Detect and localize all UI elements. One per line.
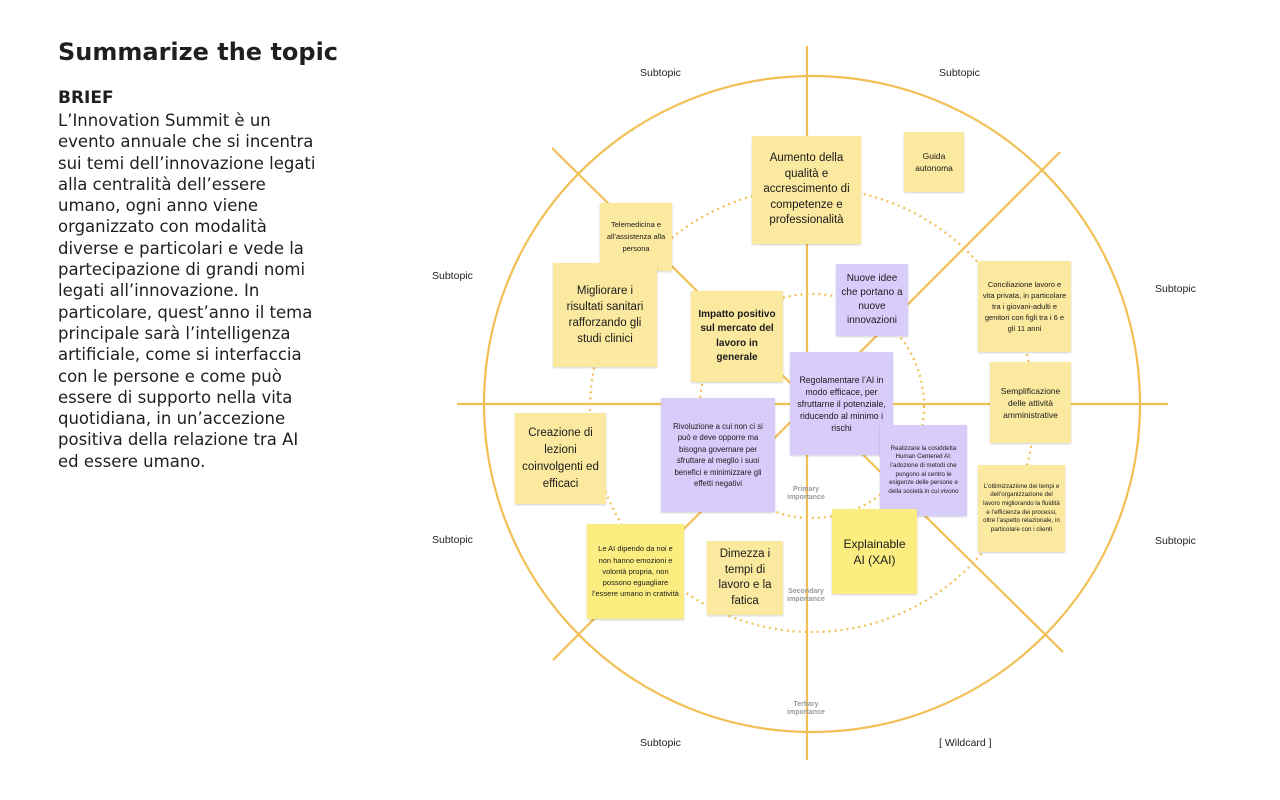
subtopic-label: Subtopic [640, 67, 681, 79]
subtopic-label: Subtopic [432, 534, 473, 546]
subtopic-label: Subtopic [432, 270, 473, 282]
sticky-note[interactable]: Impatto positivo sul mercato del lavoro … [691, 291, 783, 382]
sticky-note[interactable]: Creazione di lezioni coinvolgenti ed eff… [515, 413, 606, 504]
subtopic-label: Subtopic [939, 67, 980, 79]
brief-label: BRIEF [58, 88, 114, 108]
sticky-note[interactable]: Telemedicina e all’assistenza alla perso… [600, 203, 672, 271]
sticky-note[interactable]: Aumento della qualità e accrescimento di… [752, 136, 861, 244]
brief-text: L’Innovation Summit è un evento annuale … [58, 111, 316, 471]
subtopic-label: Subtopic [640, 737, 681, 749]
primary-importance-label: Primary importance [787, 486, 825, 501]
sticky-note[interactable]: Migliorare i risultati sanitari rafforza… [553, 263, 657, 367]
sticky-note[interactable]: Guida autonoma [904, 132, 964, 192]
secondary-importance-label: Secondary importance [787, 588, 825, 603]
sticky-note[interactable]: Semplificazione delle attività amministr… [990, 362, 1071, 443]
subtopic-label: Subtopic [1155, 283, 1196, 295]
sticky-note[interactable]: Conciliazione lavoro e vita privata, in … [978, 261, 1071, 352]
wildcard-label: [ Wildcard ] [939, 737, 992, 749]
subtopic-label: Subtopic [1155, 535, 1196, 547]
sticky-note[interactable]: Nuove idee che portano a nuove innovazio… [836, 264, 908, 336]
page-title: Summarize the topic [58, 38, 339, 66]
primary-ring [698, 292, 926, 520]
sticky-note[interactable]: Realizzare la cosiddetta Human Centered … [880, 425, 967, 516]
sticky-note[interactable]: Explainable AI (XAI) [832, 509, 917, 594]
sticky-note[interactable]: Regolamentare l’AI in modo efficace, per… [790, 352, 893, 455]
sticky-note[interactable]: Rivoluzione a cui non ci si può e deve o… [661, 398, 775, 512]
sticky-note[interactable]: L’ottimizzazione dei tempi e dell’organi… [978, 465, 1065, 552]
sticky-note[interactable]: Dimezza i tempi di lavoro e la fatica [707, 541, 783, 615]
sticky-note[interactable]: Le AI dipendo da noi e non hanno emozion… [587, 524, 684, 619]
tertiary-importance-label: Tertiary importance [787, 701, 825, 716]
